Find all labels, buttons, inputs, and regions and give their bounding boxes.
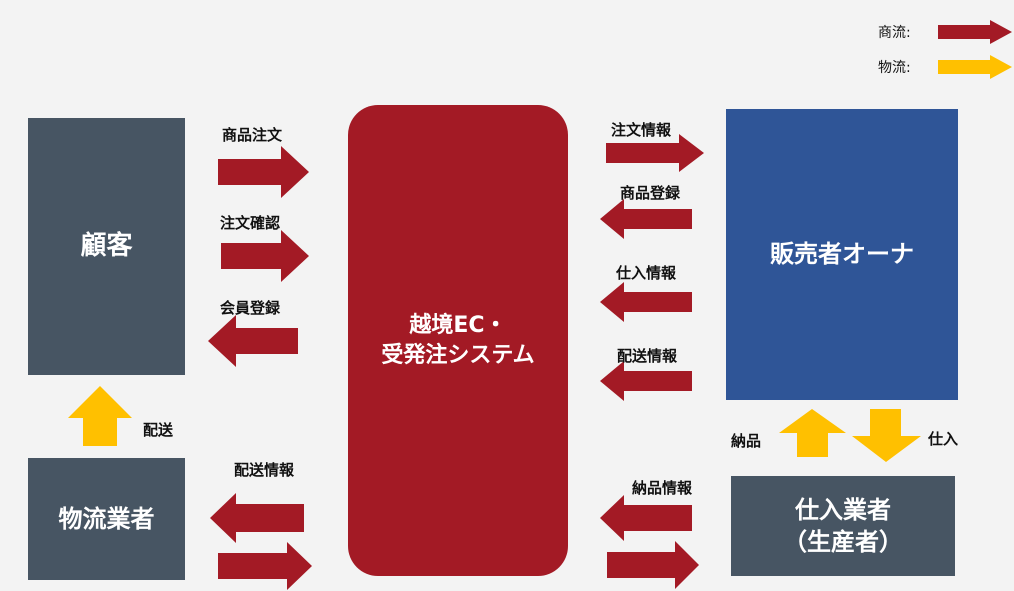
product-order-label: 商品注文 [222,126,283,144]
logistics-to-system-arrow [218,542,312,590]
legend-commerce-arrow [938,20,1012,44]
legend-commerce-label: 商流: [878,25,911,41]
delivery-goods-info-label: 納品情報 [632,479,693,497]
system-to-supplier-arrow [607,541,699,589]
customer-label: 顧客 [80,230,133,261]
delivery-goods-info-arrow [600,495,692,541]
delivery-info-seller-label: 配送情報 [617,347,678,365]
member-register-label: 会員登録 [220,299,281,317]
seller-label: 販売者オーナ [770,240,914,269]
system-label-line2: 受発注システム [381,342,535,368]
delivery-arrow [68,386,132,446]
goods-delivery-arrow [779,409,846,457]
delivery-info-logistics-arrow [210,493,304,543]
system-label-line1: 越境EC・ [409,312,507,338]
order-info-arrow [606,134,704,172]
supplier-label-line2: （生産者） [783,528,903,556]
order-confirm-label: 注文確認 [220,214,281,232]
supplier-box: 仕入業者 （生産者） [731,476,955,576]
supplier-label-line1: 仕入業者 [795,495,891,524]
logistics-label: 物流業者 [58,504,155,533]
purchase-info-arrow [600,282,692,322]
logistics-box: 物流業者 [28,458,185,580]
product-register-arrow [600,199,692,239]
delivery-info-logistics-label: 配送情報 [234,461,295,479]
goods-delivery-label: 納品 [731,432,762,450]
order-info-label: 注文情報 [611,121,672,139]
order-confirm-arrow [221,230,309,282]
delivery-label: 配送 [143,421,174,439]
purchase-arrow [852,409,921,462]
system-box: 越境EC・ 受発注システム [348,105,568,576]
legend-logistics-arrow [938,55,1012,79]
seller-box: 販売者オーナ [726,109,958,400]
product-register-label: 商品登録 [620,184,681,202]
delivery-info-seller-arrow [600,361,692,401]
member-register-arrow [208,315,298,367]
product-order-arrow [218,146,309,198]
customer-box: 顧客 [28,118,185,375]
legend-logistics-label: 物流: [878,60,911,76]
purchase-label: 仕入 [928,430,959,448]
purchase-info-label: 仕入情報 [616,264,677,282]
